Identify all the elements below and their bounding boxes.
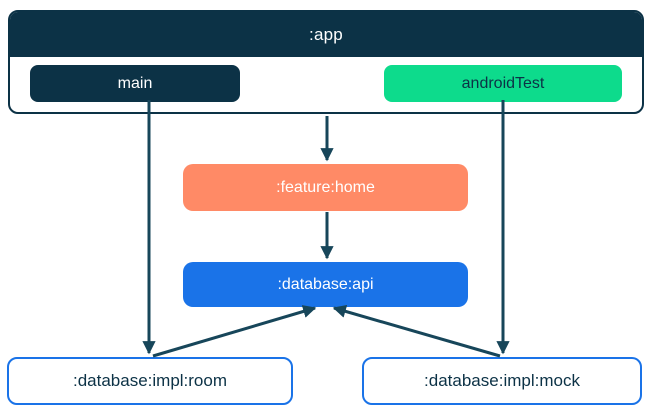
node-main-source-set: main <box>30 65 240 102</box>
node-feature-home: :feature:home <box>183 164 468 211</box>
node-database-impl-room: :database:impl:room <box>7 357 293 405</box>
node-androidtest-source-set: androidTest <box>384 65 622 102</box>
node-app-header: :app <box>10 12 642 57</box>
node-database-api: :database:api <box>183 262 468 307</box>
edge-database-impl-room-to-database-api <box>152 305 317 358</box>
node-feature-home-label: :feature:home <box>276 178 375 196</box>
node-database-impl-mock: :database:impl:mock <box>362 357 642 405</box>
node-main-label: main <box>117 74 153 92</box>
node-database-api-label: :database:api <box>277 275 374 293</box>
node-database-impl-room-label: :database:impl:room <box>72 371 228 390</box>
node-database-impl-mock-label: :database:impl:mock <box>424 371 580 390</box>
node-androidtest-label: androidTest <box>461 74 545 92</box>
edge-database-impl-mock-to-database-api <box>332 304 501 358</box>
node-app-label: :app <box>309 24 343 44</box>
